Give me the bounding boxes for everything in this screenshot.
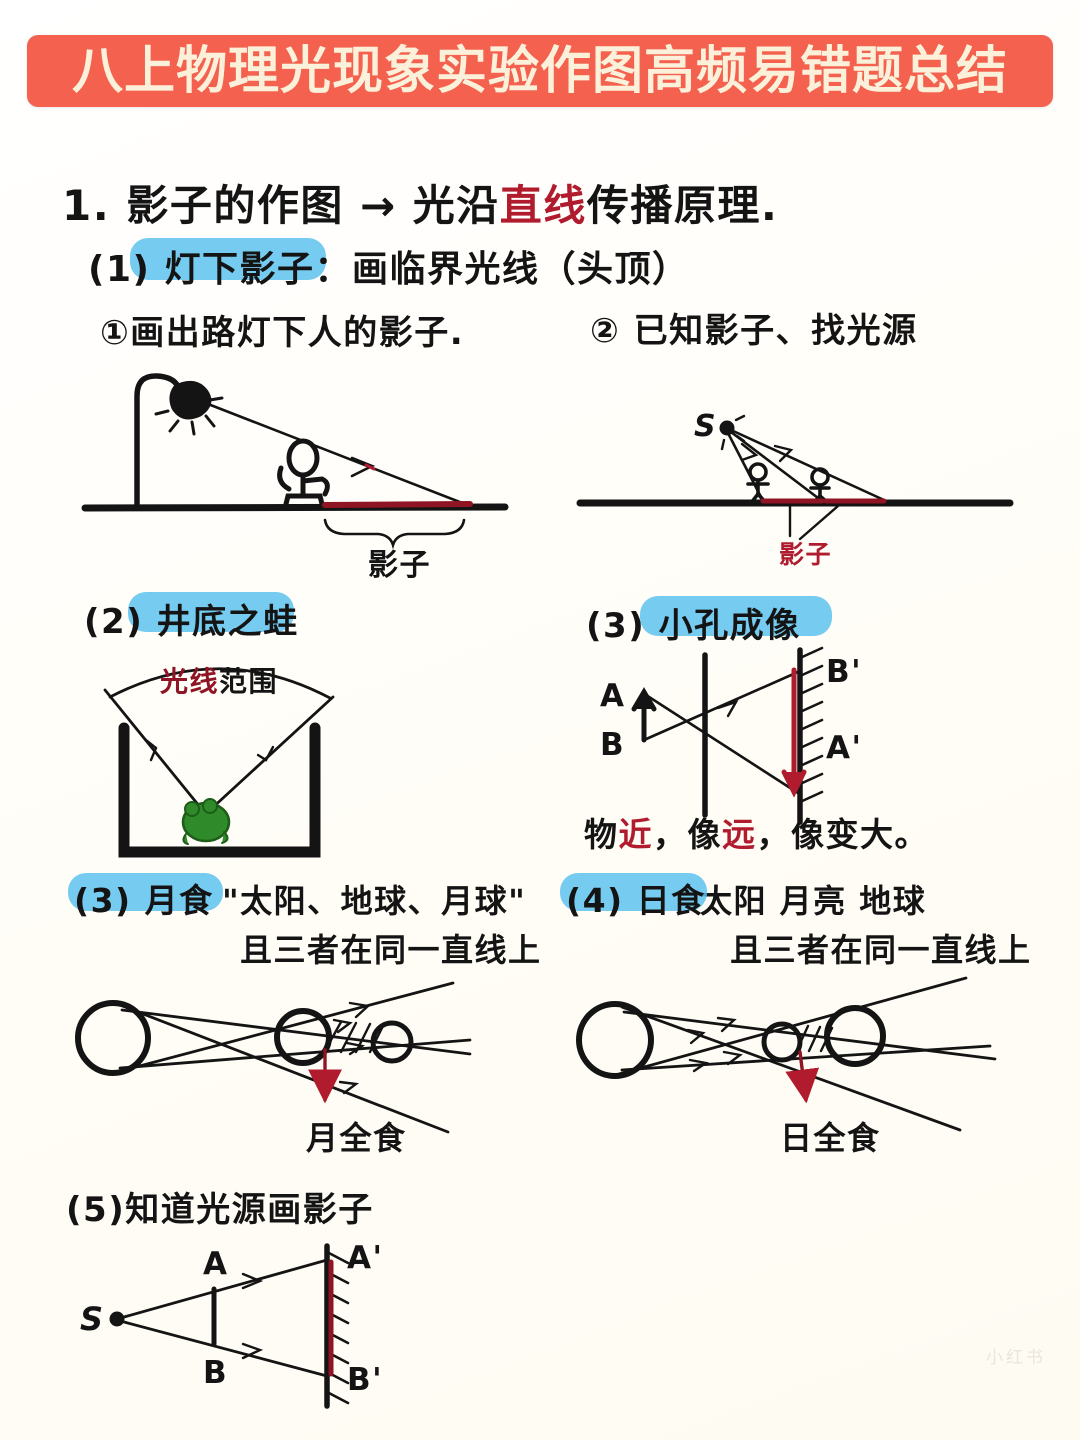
light-range-label: 光线范围 — [160, 660, 278, 700]
page-title: 八上物理光现象实验作图高频易错题总结 — [71, 41, 1008, 101]
pinhole-note-a: 物 — [584, 815, 619, 854]
sub6-text: 知道光源画影子 — [125, 1190, 374, 1230]
lunar-eclipse-diagram-label: 月全食 — [306, 1119, 407, 1157]
pinhole-note-b-red: 远 — [722, 815, 757, 854]
heading-1: 1. 影子的作图 → 光沿直线传播原理. — [62, 172, 778, 233]
diagram-solar-eclipse — [576, 976, 997, 1132]
sub3-number: (3) — [586, 606, 646, 646]
light-range-label-black: 范围 — [219, 665, 279, 698]
pinhole-note-c: ，像变大。 — [756, 815, 929, 854]
page-title-banner: 八上物理光现象实验作图高频易错题总结 — [27, 35, 1053, 107]
sub-heading-2: (2) 井底之蛙 — [84, 594, 299, 643]
item-2: ② 已知影子、找光源 — [590, 303, 918, 352]
heading-1-principle-a: 光沿 — [412, 181, 500, 230]
diagram-lamp-shadow — [81, 373, 509, 550]
sub-heading-4: (3) 月食 — [74, 874, 214, 922]
diagram-pinhole-imaging — [631, 646, 824, 825]
sub5-number: (4) — [566, 881, 624, 920]
pinhole-image-label-b-prime: B' — [826, 654, 863, 690]
shadow-object-label-b: B — [203, 1355, 229, 1391]
item-2-marker: ② — [590, 311, 621, 351]
solar-eclipse-bodies: 太阳 月亮 地球 — [700, 882, 927, 920]
pinhole-object-label-a: A — [600, 678, 626, 714]
item-1-marker: ① — [100, 313, 131, 353]
item-1-text: 画出路灯下人的影子. — [130, 313, 465, 353]
shadow-object-label-a: A — [203, 1246, 229, 1282]
sub-heading-3: (3) 小孔成像 — [586, 598, 801, 647]
highlight-pinhole — [640, 596, 832, 636]
item-1: ①画出路灯下人的影子. — [100, 305, 464, 354]
sub3-label: 小孔成像 — [658, 606, 801, 646]
sub1-label: 灯下影子 — [164, 249, 315, 290]
sub6-number: (5) — [66, 1190, 126, 1230]
shadow-source-label-s: S — [80, 1300, 105, 1338]
heading-1-text: 影子的作图 — [126, 181, 344, 230]
source-point-label-s: S — [694, 409, 718, 444]
sub1-number: (1) — [88, 249, 151, 290]
diagram-lunar-eclipse — [75, 981, 472, 1134]
lunar-eclipse-bodies: "太阳、地球、月球" — [222, 882, 527, 920]
heading-1-number: 1. — [62, 181, 111, 230]
sub-heading-5: (4) 日食 — [566, 874, 706, 922]
pinhole-note: 物近，像远，像变大。 — [584, 808, 929, 856]
item-2-text: 已知影子、找光源 — [633, 311, 918, 351]
sub-heading-6: (5)知道光源画影子 — [66, 1182, 374, 1231]
pinhole-object-label-b: B — [600, 727, 626, 763]
diagram-source-object-shadow — [109, 1243, 350, 1409]
heading-1-principle-c: 传播原理. — [586, 181, 779, 230]
sub2-number: (2) — [84, 602, 144, 642]
pinhole-note-b: ，像 — [653, 815, 722, 854]
diagram-find-source — [576, 414, 1014, 541]
shadow-wall-label-b-prime: B' — [347, 1362, 384, 1398]
sub2-label: 井底之蛙 — [156, 602, 299, 642]
light-range-label-red: 光线 — [160, 665, 220, 698]
find-source-shadow-label: 影子 — [779, 540, 833, 569]
sub1-rest: ：画临界光线（头顶） — [314, 249, 690, 290]
sub5-label: 日食 — [636, 881, 706, 920]
solar-eclipse-diagram-label: 日全食 — [780, 1119, 881, 1157]
shadow-wall-label-a-prime: A' — [347, 1240, 384, 1276]
arrow-glyph: → — [359, 181, 397, 230]
watermark: 小红书 — [986, 1348, 1046, 1368]
solar-eclipse-condition: 且三者在同一直线上 — [730, 931, 1032, 969]
highlight-lunar-eclipse — [68, 873, 223, 911]
shadow-brace-label: 影子 — [368, 548, 431, 583]
highlight-solar-eclipse — [560, 873, 707, 911]
highlight-well-frog — [128, 592, 294, 632]
highlight-lamp-shadow — [130, 238, 326, 280]
sub4-label: 月食 — [144, 881, 214, 920]
pinhole-note-a-red: 近 — [618, 815, 653, 854]
sub4-number: (3) — [74, 881, 132, 920]
sub-heading-1: (1) 灯下影子：画临界光线（头顶） — [88, 240, 690, 292]
lunar-eclipse-condition: 且三者在同一直线上 — [240, 931, 542, 969]
heading-1-principle-highlight: 直线 — [499, 181, 587, 230]
pinhole-image-label-a-prime: A' — [826, 730, 863, 766]
